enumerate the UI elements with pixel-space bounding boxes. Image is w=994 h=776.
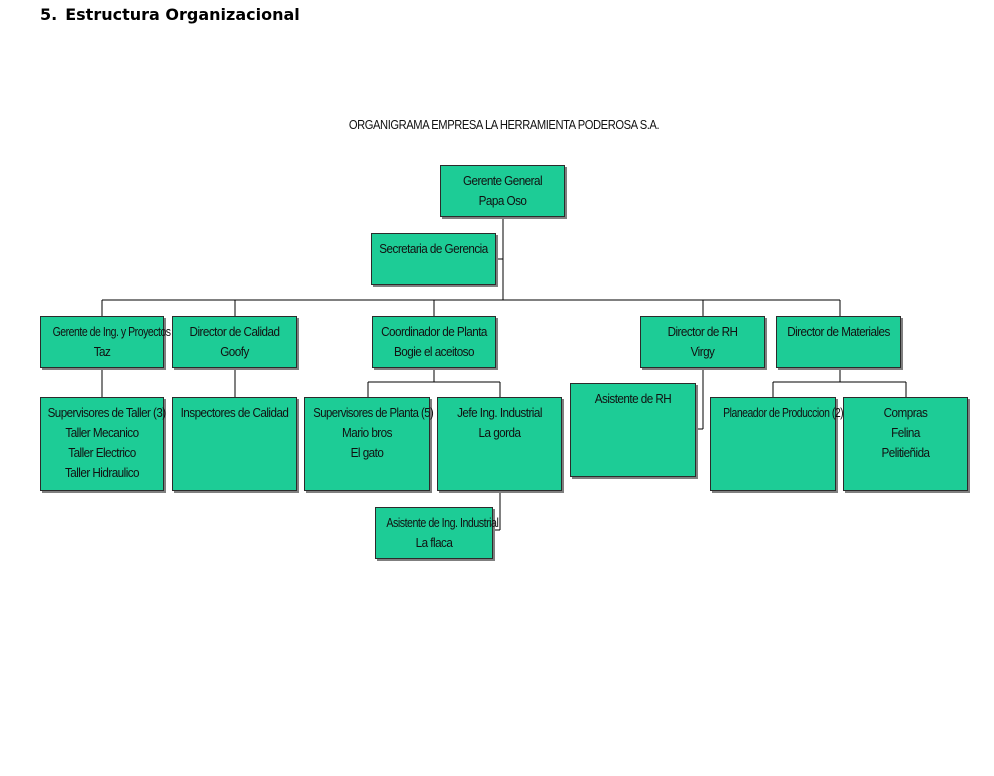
box-line: Coordinador de Planta <box>381 324 487 339</box>
box-line: Gerente General <box>462 173 543 188</box>
box-line: La gorda <box>478 425 521 440</box>
box-director-materiales: Director de Materiales <box>776 316 901 368</box>
box-line: Goofy <box>220 344 249 359</box>
box-line: Felina <box>891 425 920 440</box>
box-line: Mario bros <box>342 425 392 440</box>
org-chart-title: ORGANIGRAMA EMPRESA LA HERRAMIENTA PODER… <box>348 117 660 132</box>
box-supervisores-taller: Supervisores de Taller (3) Taller Mecani… <box>40 397 167 491</box>
box-line: Director de RH <box>667 324 738 339</box>
box-director-calidad: Director de Calidad Goofy <box>172 316 297 368</box>
box-line: Compras <box>883 405 928 420</box>
box-line: Inspectores de Calidad <box>180 405 289 420</box>
box-secretaria-gerencia: Secretaria de Gerencia <box>371 233 496 285</box>
box-line: Asistente de Ing. Industrial <box>386 515 499 530</box>
box-line: Taller Mecanico <box>65 425 139 440</box>
box-line: Virgy <box>690 344 715 359</box>
box-line: Bogie el aceitoso <box>394 344 474 359</box>
box-inspectores-calidad: Inspectores de Calidad <box>172 397 297 491</box>
box-line: Taz <box>93 344 111 359</box>
box-gerente-ing-proyectos: Gerente de Ing. y Proyectos Taz <box>40 316 171 368</box>
box-coordinador-planta: Coordinador de Planta Bogie el aceitoso <box>372 316 496 368</box>
box-line: Supervisores de Planta (5) <box>313 405 434 420</box>
box-line: Jefe Ing. Industrial <box>457 405 542 420</box>
box-director-rh: Director de RH Virgy <box>640 316 765 368</box>
section-heading: 5. Estructura Organizacional <box>40 5 300 24</box>
box-line: Gerente de Ing. y Proyectos <box>52 324 171 339</box>
box-asistente-ing-industrial: Asistente de Ing. Industrial La flaca <box>375 507 499 559</box>
box-line: Supervisores de Taller (3) <box>47 405 167 420</box>
box-line: La flaca <box>415 535 453 550</box>
box-gerente-general: Gerente General Papa Oso <box>440 165 565 217</box>
box-supervisores-planta: Supervisores de Planta (5) Mario bros El… <box>304 397 434 491</box>
box-line: Taller Hidraulico <box>64 465 140 480</box>
box-line: Asistente de RH <box>594 391 672 406</box>
box-line: Papa Oso <box>478 193 527 208</box>
box-planeador-produccion: Planeador de Produccion (2) <box>710 397 844 491</box>
box-asistente-rh: Asistente de RH <box>570 383 696 477</box>
box-line: Secretaria de Gerencia <box>379 241 488 256</box>
box-line: Taller Electrico <box>68 445 136 460</box>
section-number: 5. <box>40 5 58 24</box>
section-title: Estructura Organizacional <box>65 5 300 24</box>
box-line: Director de Materiales <box>787 324 890 339</box>
box-jefe-ing-industrial: Jefe Ing. Industrial La gorda <box>437 397 562 491</box>
box-line: Planeador de Produccion (2) <box>723 405 844 420</box>
box-compras: Compras Felina Pelitieñida <box>843 397 968 491</box>
box-line: Pelitieñida <box>881 445 930 460</box>
box-line: Director de Calidad <box>189 324 280 339</box>
box-line: El gato <box>350 445 384 460</box>
